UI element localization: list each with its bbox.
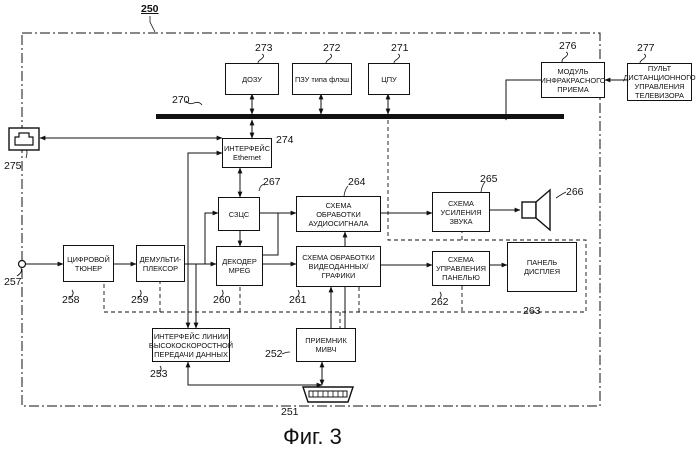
audio-processing-block: СХЕМА ОБРАБОТКИ АУДИОСИГНАЛА bbox=[296, 196, 381, 232]
antenna-terminal bbox=[19, 261, 26, 268]
ref-277: 277 bbox=[637, 42, 655, 54]
network-terminal-icon bbox=[9, 128, 39, 150]
leader-257 bbox=[17, 268, 22, 276]
demultiplexer-block: ДЕМУЛЬТИ- ПЛЕКСОР bbox=[136, 245, 185, 282]
ref-258: 258 bbox=[62, 294, 80, 306]
display-panel-block: ПАНЕЛЬ ДИСПЛЕЯ bbox=[507, 242, 577, 292]
szu-block: СЗЦС bbox=[218, 197, 260, 231]
hdmi-receiver-block: ПРИЕМНИК МИВЧ bbox=[296, 328, 356, 362]
link-mpeg-audio bbox=[263, 213, 296, 255]
system-bus bbox=[156, 114, 564, 119]
ref-271: 271 bbox=[391, 42, 409, 54]
ref-273: 273 bbox=[255, 42, 273, 54]
cpu-block: ЦПУ bbox=[368, 63, 410, 95]
ref-265: 265 bbox=[480, 173, 498, 185]
ref-264: 264 bbox=[348, 176, 366, 188]
hdmi-connector-icon bbox=[303, 387, 353, 402]
ref-251: 251 bbox=[281, 406, 299, 418]
leader-250 bbox=[150, 16, 155, 32]
link-connector-hsiface bbox=[188, 362, 322, 385]
ref-267: 267 bbox=[263, 176, 281, 188]
ref-275: 275 bbox=[4, 160, 22, 172]
ref-260: 260 bbox=[213, 294, 231, 306]
ref-259: 259 bbox=[131, 294, 149, 306]
high-speed-interface-block: ИНТЕРФЕЙС ЛИНИИ ВЫСОКОСКОРОСТНОЙ ПЕРЕДАЧ… bbox=[152, 328, 230, 362]
ref-262: 262 bbox=[431, 296, 449, 308]
ref-250: 250 bbox=[141, 3, 159, 15]
flash-rom-block: ПЗУ типа флэш bbox=[292, 63, 352, 95]
ref-270: 270 bbox=[172, 94, 190, 106]
remote-control-block: ПУЛЬТ ДИСТАНЦИОННОГО УПРАВЛЕНИЯ ТЕЛЕВИЗО… bbox=[627, 63, 692, 101]
digital-tuner-block: ЦИФРОВОЙ ТЮНЕР bbox=[63, 245, 114, 282]
ethernet-interface-block: ИНТЕРФЕЙС Ethernet bbox=[222, 138, 272, 168]
ref-261: 261 bbox=[289, 294, 307, 306]
leader-252 bbox=[282, 352, 290, 354]
audio-amplifier-block: СХЕМА УСИЛЕНИЯ ЗВУКА bbox=[432, 192, 490, 232]
ref-263: 263 bbox=[523, 305, 541, 317]
ref-253: 253 bbox=[150, 368, 168, 380]
dram-block: ДОЗУ bbox=[225, 63, 279, 95]
ref-272: 272 bbox=[323, 42, 341, 54]
figure-caption: Фиг. 3 bbox=[283, 424, 342, 450]
ref-274: 274 bbox=[276, 134, 294, 146]
ref-252: 252 bbox=[265, 348, 283, 360]
ref-257: 257 bbox=[4, 276, 22, 288]
leader-266 bbox=[556, 192, 566, 198]
panel-drive-block: СХЕМА УПРАВЛЕНИЯ ПАНЕЛЬЮ bbox=[432, 251, 490, 286]
speaker-icon bbox=[522, 190, 550, 230]
ref-266: 266 bbox=[566, 186, 584, 198]
mpeg-decoder-block: ДЕКОДЕР MPEG bbox=[216, 246, 263, 286]
ref-276: 276 bbox=[559, 40, 577, 52]
ir-receiver-block: МОДУЛЬ ИНФРАКРАСНОГО ПРИЕМА bbox=[541, 62, 605, 98]
video-processing-block: СХЕМА ОБРАБОТКИ ВИДЕОДАННЫХ/ ГРАФИКИ bbox=[296, 246, 381, 287]
